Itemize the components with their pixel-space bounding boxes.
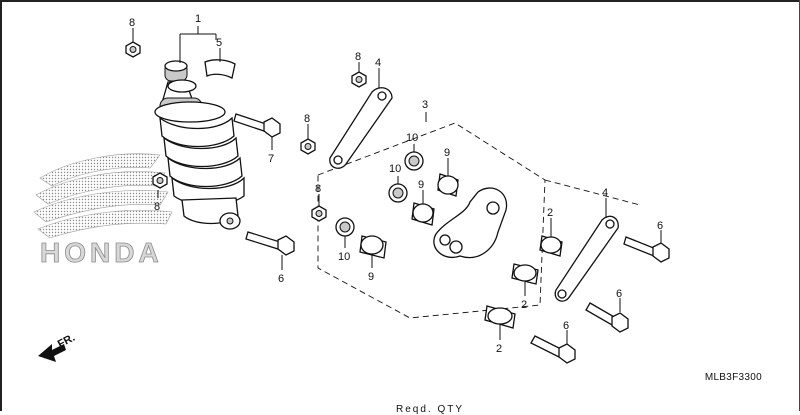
callout-6-right-mid: 6 — [616, 288, 622, 300]
callout-9-c: 9 — [368, 271, 374, 283]
bolt-part-6-right-top — [623, 236, 670, 263]
front-direction-label: FR. — [56, 332, 77, 351]
callout-2-top: 2 — [547, 207, 553, 219]
link-rod-part-4-right — [554, 215, 619, 302]
callout-8-link-low: 8 — [315, 183, 321, 195]
callout-8-top: 8 — [129, 17, 135, 29]
callout-10-c: 10 — [338, 251, 350, 263]
bushing-part-10-b — [388, 183, 408, 203]
shock-arm-part-3 — [433, 187, 508, 259]
spacer-dashed-leader — [544, 179, 641, 206]
callout-7: 7 — [268, 153, 274, 165]
rear-shock-absorber — [154, 60, 245, 230]
nut-part-8-shock-lower — [152, 172, 168, 189]
callout-10-a: 10 — [406, 132, 418, 144]
honda-wing-watermark: HONDA — [33, 153, 173, 268]
callout-3: 3 — [422, 99, 428, 111]
callout-8-link-mid: 8 — [304, 113, 310, 125]
bolt-part-7 — [233, 113, 281, 138]
callout-9-a: 9 — [444, 147, 450, 159]
frame-left-edge — [0, 0, 2, 411]
link-rod-part-4-left — [329, 87, 393, 169]
leader-lines — [132, 26, 662, 344]
bolt-part-6-right-low — [530, 335, 576, 364]
callout-5: 5 — [216, 37, 222, 49]
callout-8-shock-lower: 8 — [154, 201, 160, 213]
bushing-part-10-c — [335, 217, 355, 237]
callout-9-b: 9 — [418, 179, 424, 191]
honda-wordmark: HONDA — [40, 237, 163, 268]
callout-6-right-low: 6 — [563, 320, 569, 332]
nut-part-8-link-top — [351, 71, 367, 88]
collar-part-9-c — [359, 235, 387, 259]
footer-text: Reqd. QTY — [396, 404, 465, 415]
spacer-part-2-top — [539, 235, 563, 257]
callout-6-shock: 6 — [278, 273, 284, 285]
collar-part-9-a — [437, 173, 459, 197]
nut-part-8-top — [125, 41, 141, 58]
callout-1: 1 — [195, 13, 201, 25]
bolt-part-6-right-mid — [585, 302, 629, 333]
callout-4-left: 4 — [375, 57, 381, 69]
frame-top-edge — [0, 0, 800, 2]
callout-2-mid: 2 — [521, 299, 527, 311]
bushing-part-10-a — [404, 151, 424, 171]
callout-8-link-top: 8 — [355, 51, 361, 63]
callout-4-right: 4 — [602, 187, 608, 199]
nut-part-8-link-low — [311, 205, 327, 222]
figure-code: MLB3F3300 — [704, 372, 762, 383]
spacer-part-2-low — [484, 305, 516, 329]
front-direction-arrow: FR. — [38, 332, 77, 362]
link-assembly-dashed-box — [317, 122, 546, 319]
bolt-part-6-shock — [245, 231, 295, 256]
collar-part-5 — [204, 59, 236, 79]
nut-part-8-link-mid — [300, 138, 316, 155]
collar-part-9-b — [411, 202, 435, 226]
callout-6-right-top: 6 — [657, 220, 663, 232]
callout-10-b: 10 — [389, 163, 401, 175]
callout-2-low: 2 — [496, 343, 502, 355]
spacer-part-2-mid — [511, 263, 539, 285]
